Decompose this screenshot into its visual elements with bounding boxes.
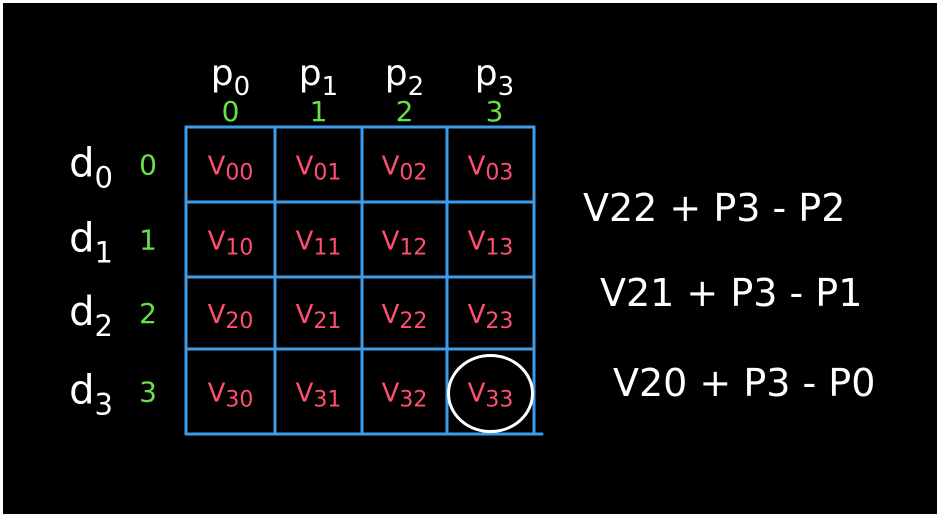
matrix-cell-2-2: V22 [382,300,428,334]
row-label-0-main: d [69,141,94,187]
cell-subscript: 33 [485,388,513,413]
cell-subscript: 20 [225,309,253,334]
column-label-0-main: p [211,53,234,94]
matrix-cell-1-0: V10 [208,227,254,261]
matrix-cell-0-1: V01 [296,152,342,186]
cell-letter: V [382,152,400,182]
expression-1: V21 + P3 - P1 [600,271,862,315]
cell-subscript: 02 [399,161,427,186]
column-label-2-sub: 2 [408,72,425,102]
cell-subscript: 11 [313,236,341,261]
column-label-3: p3 [475,53,514,102]
matrix-cell-2-3: V23 [468,300,514,334]
matrix-cell-1-1: V11 [296,227,342,261]
matrix-cell-0-2: V02 [382,152,428,186]
cell-letter: V [296,152,314,182]
matrix-cell-2-1: V21 [296,300,342,334]
column-label-0: p0 [211,53,250,102]
cell-letter: V [296,300,314,330]
matrix-cell-2-0: V20 [208,300,254,334]
column-label-2: p2 [385,53,424,102]
cell-letter: V [296,379,314,409]
row-label-1: d1 [69,216,113,270]
cell-subscript: 21 [313,309,341,334]
row-index-1: 1 [139,224,157,257]
matrix-cell-3-1: V31 [296,379,342,413]
row-index-2: 2 [139,297,157,330]
cell-letter: V [468,152,486,182]
column-index-0: 0 [222,95,240,128]
row-label-2-sub: 2 [94,309,112,343]
cell-subscript: 10 [225,236,253,261]
highlight-circle [447,354,534,433]
row-label-2: d2 [69,289,113,343]
column-label-3-main: p [475,53,498,94]
row-index-0: 0 [139,149,157,182]
column-label-2-main: p [385,53,408,94]
cell-letter: V [208,152,226,182]
column-index-3: 3 [486,95,504,128]
expression-2: V20 + P3 - P0 [613,361,875,405]
cell-subscript: 32 [399,388,427,413]
row-label-3-sub: 3 [94,388,112,422]
cell-subscript: 22 [399,309,427,334]
matrix-cell-1-3: V13 [468,227,514,261]
cell-letter: V [382,227,400,257]
cell-letter: V [382,300,400,330]
column-index-2: 2 [396,95,414,128]
column-label-0-sub: 0 [234,72,251,102]
cell-subscript: 01 [313,161,341,186]
row-label-3: d3 [69,368,113,422]
cell-letter: V [296,227,314,257]
row-label-3-main: d [69,368,94,414]
matrix-cell-1-2: V12 [382,227,428,261]
row-label-2-main: d [69,289,94,335]
matrix-cell-3-0: V30 [208,379,254,413]
cell-subscript: 03 [485,161,513,186]
cell-letter: V [468,300,486,330]
column-label-1: p1 [299,53,338,102]
cell-letter: V [208,379,226,409]
column-index-1: 1 [310,95,328,128]
column-label-1-sub: 1 [322,72,339,102]
row-label-0: d0 [69,141,113,195]
cell-subscript: 30 [225,388,253,413]
row-label-1-sub: 1 [94,236,112,270]
row-label-1-main: d [69,216,94,262]
column-label-1-main: p [299,53,322,94]
matrix-cell-0-0: V00 [208,152,254,186]
cell-subscript: 00 [225,161,253,186]
cell-letter: V [208,227,226,257]
cell-subscript: 12 [399,236,427,261]
column-label-3-sub: 3 [498,72,515,102]
cell-subscript: 13 [485,236,513,261]
expression-0: V22 + P3 - P2 [583,186,845,230]
matrix-cell-3-3: V33 [468,379,514,413]
row-index-3: 3 [139,376,157,409]
cell-letter: V [468,227,486,257]
cell-letter: V [382,379,400,409]
row-label-0-sub: 0 [94,161,112,195]
cell-letter: V [208,300,226,330]
cell-subscript: 23 [485,309,513,334]
matrix-cell-3-2: V32 [382,379,428,413]
matrix-cell-0-3: V03 [468,152,514,186]
cell-subscript: 31 [313,388,341,413]
cell-letter: V [468,379,486,409]
